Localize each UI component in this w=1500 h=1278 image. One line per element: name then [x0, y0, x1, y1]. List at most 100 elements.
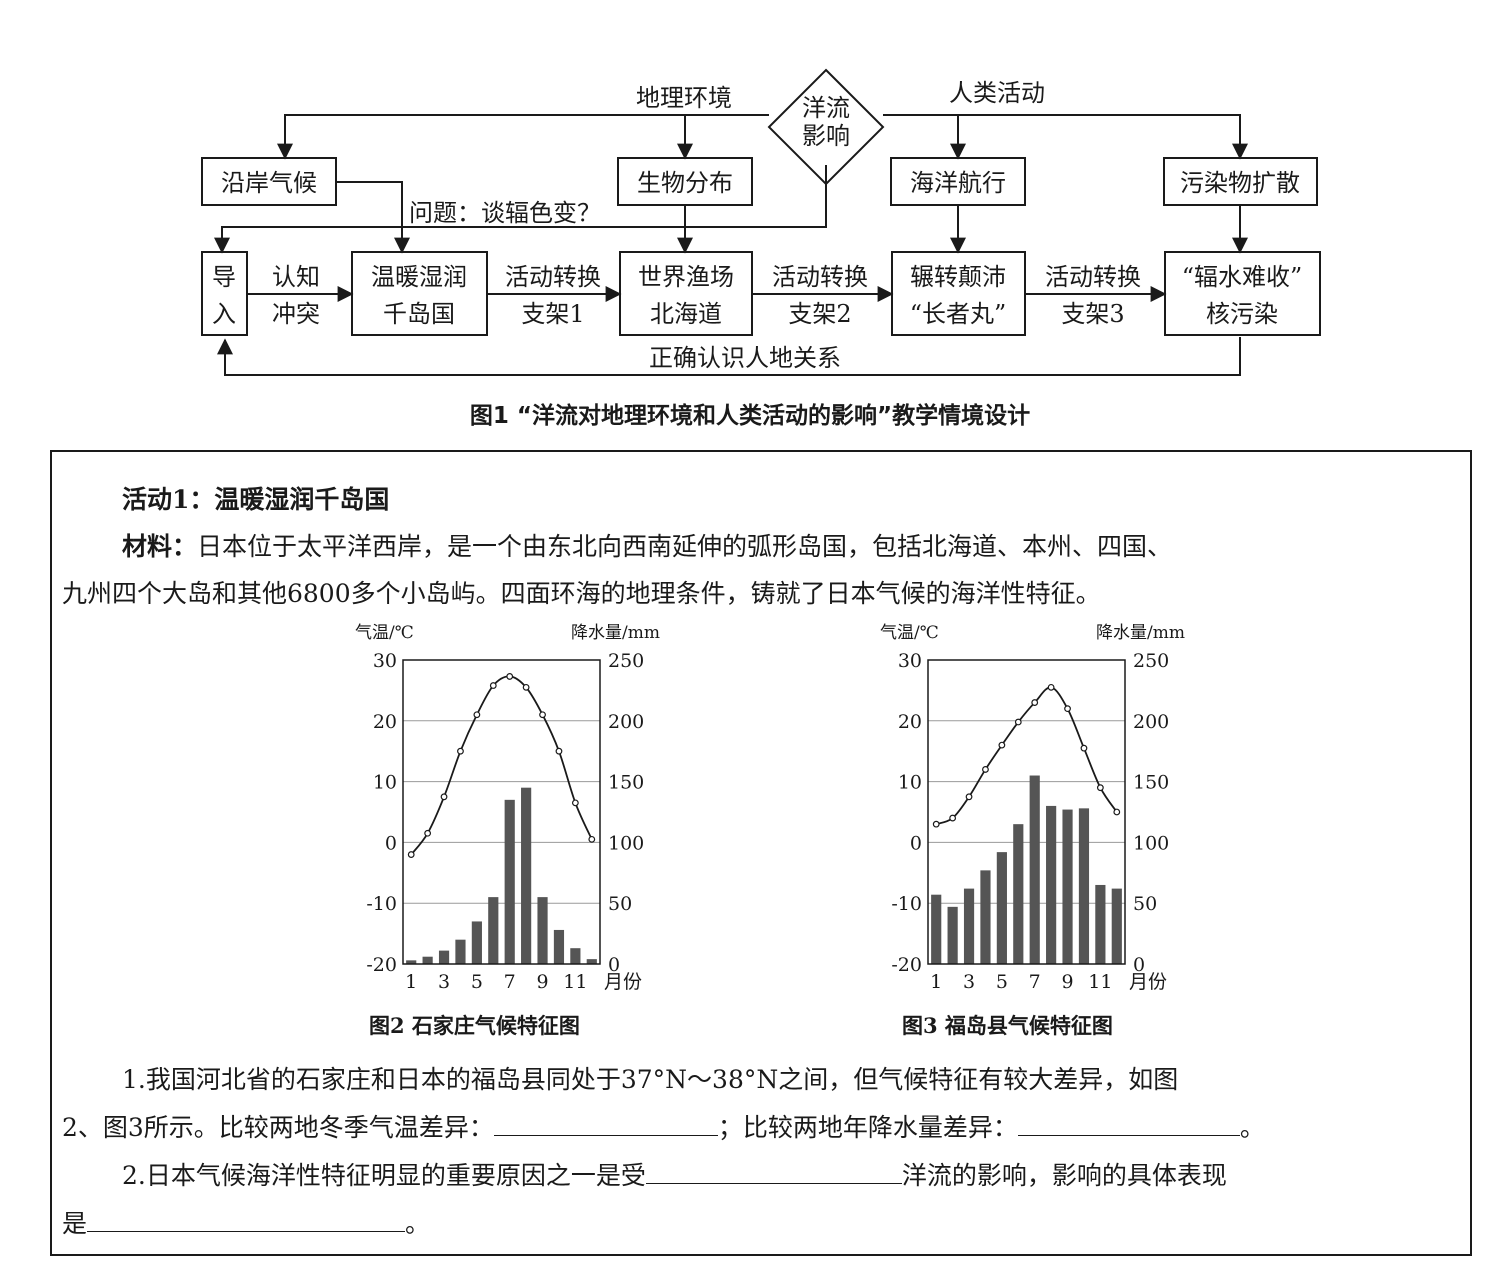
q1-text-b: ；比较两地年降水量差异： [717, 1113, 1018, 1142]
y-tick-left-0-5: -20 [366, 954, 397, 976]
center-line1: 洋流 [802, 94, 850, 122]
temp-point-1-10 [1080, 744, 1088, 752]
precip-bar-1-3 [963, 888, 975, 964]
temp-point-0-6 [489, 682, 497, 689]
box-pollutant-spread [1163, 157, 1318, 206]
answer-blank-precipitation[interactable] [1017, 1109, 1240, 1136]
x-tick-0-9: 9 [536, 971, 548, 993]
temp-point-1-2 [949, 814, 957, 822]
question2-line2: 是。 [62, 1204, 430, 1240]
cognitive-conflict-line1: 认知 [272, 263, 320, 291]
box-nuclear [1164, 251, 1321, 336]
temp-point-0-9 [539, 711, 546, 719]
temperature-line-0 [410, 675, 593, 856]
y-tick-left-1-2: 10 [898, 772, 922, 794]
precip-bar-0-11 [570, 948, 581, 964]
temp-point-0-10 [555, 747, 563, 755]
box-ocean-navigation [890, 157, 1026, 206]
x-axis-title-0: 月份 [604, 971, 642, 993]
y-tick-left-1-1: 20 [898, 711, 922, 733]
activity-title: 活动1：温暖湿润千岛国 [122, 485, 390, 514]
precip-bar-1-2 [947, 906, 958, 964]
temp-point-0-7 [506, 673, 514, 680]
y-tick-right-0-5: 0 [608, 954, 620, 976]
warm-humid-line1: 温暖湿润 [371, 263, 467, 291]
precip-bar-0-6 [488, 897, 499, 964]
precip-bar-0-9 [537, 897, 548, 964]
answer-blank-current-name[interactable] [645, 1157, 902, 1184]
y-tick-right-1-0: 250 [1133, 650, 1169, 672]
x-tick-0-7: 7 [504, 971, 516, 993]
scaffold2-line2: 支架2 [788, 300, 851, 328]
wandering-line1: 辗转颠沛 [910, 263, 1006, 291]
x-tick-0-3: 3 [438, 971, 450, 993]
axis-title-precipitation-1: 降水量/mm [1096, 623, 1185, 643]
temp-point-1-8 [1047, 683, 1055, 691]
temp-point-0-4 [457, 747, 464, 755]
box-wandering [891, 251, 1026, 336]
y-tick-left-0-3: 0 [385, 832, 397, 854]
y-tick-right-0-0: 250 [608, 650, 644, 672]
material-text1: 日本位于太平洋西岸，是一个由东北向西南延伸的弧形岛国，包括北海道、本州、四国、 [197, 532, 1173, 561]
precip-bar-0-5 [471, 921, 482, 964]
y-tick-left-1-0: 30 [898, 650, 922, 672]
precip-bar-1-7 [1029, 775, 1040, 964]
temp-point-1-12 [1113, 808, 1121, 816]
x-tick-1-11: 11 [1088, 971, 1112, 993]
chart-caption-shijiazhuang: 图2 石家庄气候特征图 [369, 1013, 580, 1038]
question-label: 问题：谈辐色变？ [409, 199, 601, 227]
intro-line1: 导 [212, 263, 236, 291]
temp-point-0-11 [571, 799, 579, 807]
precip-bar-1-9 [1062, 809, 1073, 964]
plot-frame-1 [927, 659, 1126, 965]
precip-bar-1-6 [1013, 824, 1024, 964]
temp-point-0-12 [588, 835, 596, 843]
activity-box [50, 450, 1472, 1256]
axis-title-temperature-1: 气温/℃ [880, 623, 939, 643]
precip-bar-0-4 [455, 939, 466, 964]
scaffold1-line2: 支架1 [521, 300, 584, 328]
box-bio-distribution [617, 157, 753, 206]
x-tick-1-5: 5 [996, 971, 1008, 993]
y-tick-right-0-1: 200 [608, 711, 644, 733]
label-bio-distribution: 生物分布 [637, 169, 733, 197]
precip-bar-0-12 [586, 959, 597, 964]
material-label: 材料： [122, 532, 198, 561]
scaffold2-line1: 活动转换 [772, 263, 868, 291]
material-line1: 材料：日本位于太平洋西岸，是一个由东北向西南延伸的弧形岛国，包括北海道、本州、四… [122, 527, 1172, 563]
bottom-label: 正确认识人地关系 [649, 344, 841, 372]
question2-line1: 2.日本气候海洋性特征明显的重要原因之一是受 洋流的影响，影响的具体表现 [122, 1156, 1227, 1192]
y-tick-left-0-2: 10 [373, 772, 397, 794]
scaffold1-line1: 活动转换 [505, 263, 601, 291]
precip-bar-1-5 [996, 852, 1007, 964]
q2-text-b: 洋流的影响，影响的具体表现 [901, 1161, 1227, 1190]
precip-bar-1-10 [1078, 808, 1090, 964]
label-ocean-navigation: 海洋航行 [910, 169, 1006, 197]
temp-point-0-2 [424, 829, 432, 837]
precip-bar-0-1 [406, 960, 417, 964]
x-tick-1-7: 7 [1029, 971, 1041, 993]
plot-frame-0 [402, 659, 601, 965]
q1-text-c: 。 [1239, 1113, 1265, 1142]
temp-point-1-9 [1064, 705, 1071, 713]
teaching-flowchart: 洋流 影响 地理环境 人类活动 沿岸气候 生物分布 海洋航行 污染物扩散 问题：… [201, 68, 1321, 376]
wandering-line2: “长者丸” [910, 300, 1007, 328]
fishery-line1: 世界渔场 [638, 263, 734, 291]
scaffold3-line1: 活动转换 [1045, 263, 1141, 291]
q2-text-a: 2.日本气候海洋性特征明显的重要原因之一是受 [122, 1161, 646, 1190]
y-tick-right-0-2: 150 [608, 772, 644, 794]
fishery-line2: 北海道 [650, 300, 722, 328]
precip-bar-0-8 [521, 787, 532, 964]
intro-line2: 入 [212, 300, 236, 328]
x-tick-1-1: 1 [930, 971, 942, 993]
box-fishery [619, 251, 753, 336]
temp-point-1-3 [965, 793, 973, 801]
answer-blank-winter-temp[interactable] [493, 1109, 718, 1136]
axis-title-precipitation-0: 降水量/mm [571, 623, 660, 643]
figure1-caption: 图1 “洋流对地理环境和人类活动的影响”教学情境设计 [469, 403, 1031, 429]
answer-blank-effect[interactable] [87, 1205, 406, 1232]
x-tick-0-11: 11 [563, 971, 587, 993]
y-tick-right-1-1: 200 [1133, 711, 1169, 733]
y-tick-left-0-0: 30 [373, 650, 397, 672]
precip-bar-0-7 [504, 799, 515, 964]
